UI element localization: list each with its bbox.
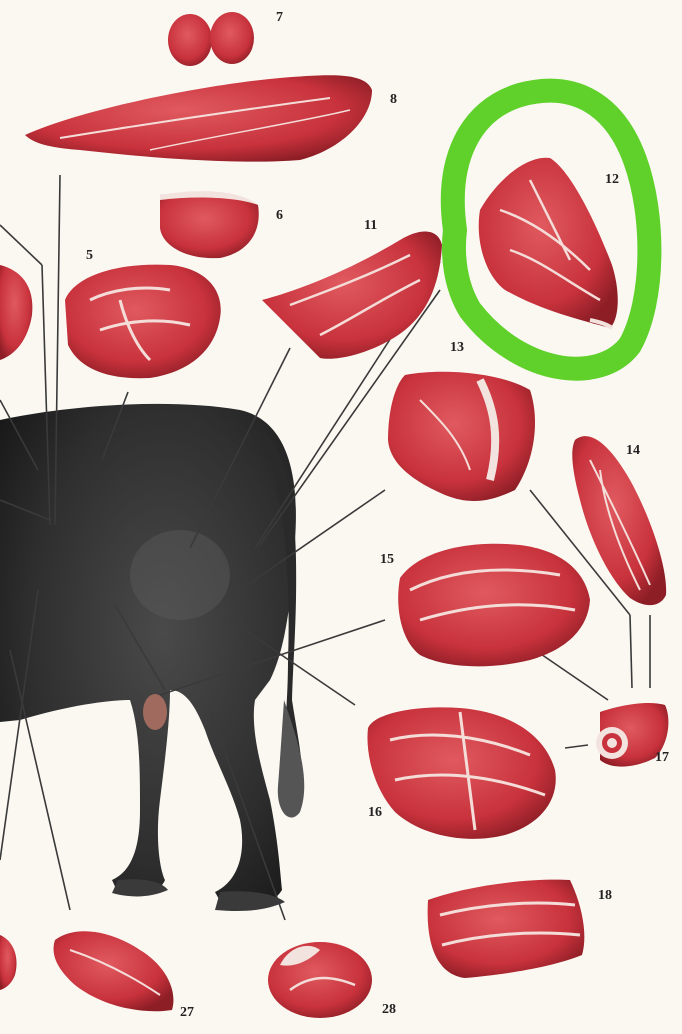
label-28: 28 [382,1002,396,1018]
label-27: 27 [180,1005,194,1021]
cut-7-steaks [168,12,254,66]
cut-28 [268,942,372,1018]
cut-6 [160,191,259,258]
label-5: 5 [86,248,93,264]
label-13: 13 [450,340,464,356]
cut-14 [572,436,666,605]
label-6: 6 [276,208,283,224]
label-8: 8 [390,92,397,108]
label-17: 17 [655,750,669,766]
cut-5 [65,265,221,379]
label-11: 11 [364,218,377,234]
cut-partial-left [0,265,32,360]
cow-hindquarter [0,404,304,911]
cut-13 [388,372,535,501]
label-7: 7 [276,10,283,26]
cut-partial-bottom-left [0,935,17,990]
cut-12 [479,158,618,328]
label-18: 18 [598,888,612,904]
cut-15 [398,544,590,667]
label-14: 14 [626,443,640,459]
cut-16 [367,707,555,839]
label-12: 12 [605,172,619,188]
cut-18 [428,880,585,978]
cut-8-fillet [25,75,372,161]
label-15: 15 [380,552,394,568]
label-16: 16 [368,805,382,821]
cut-11 [262,232,442,359]
cut-27 [54,931,174,1011]
